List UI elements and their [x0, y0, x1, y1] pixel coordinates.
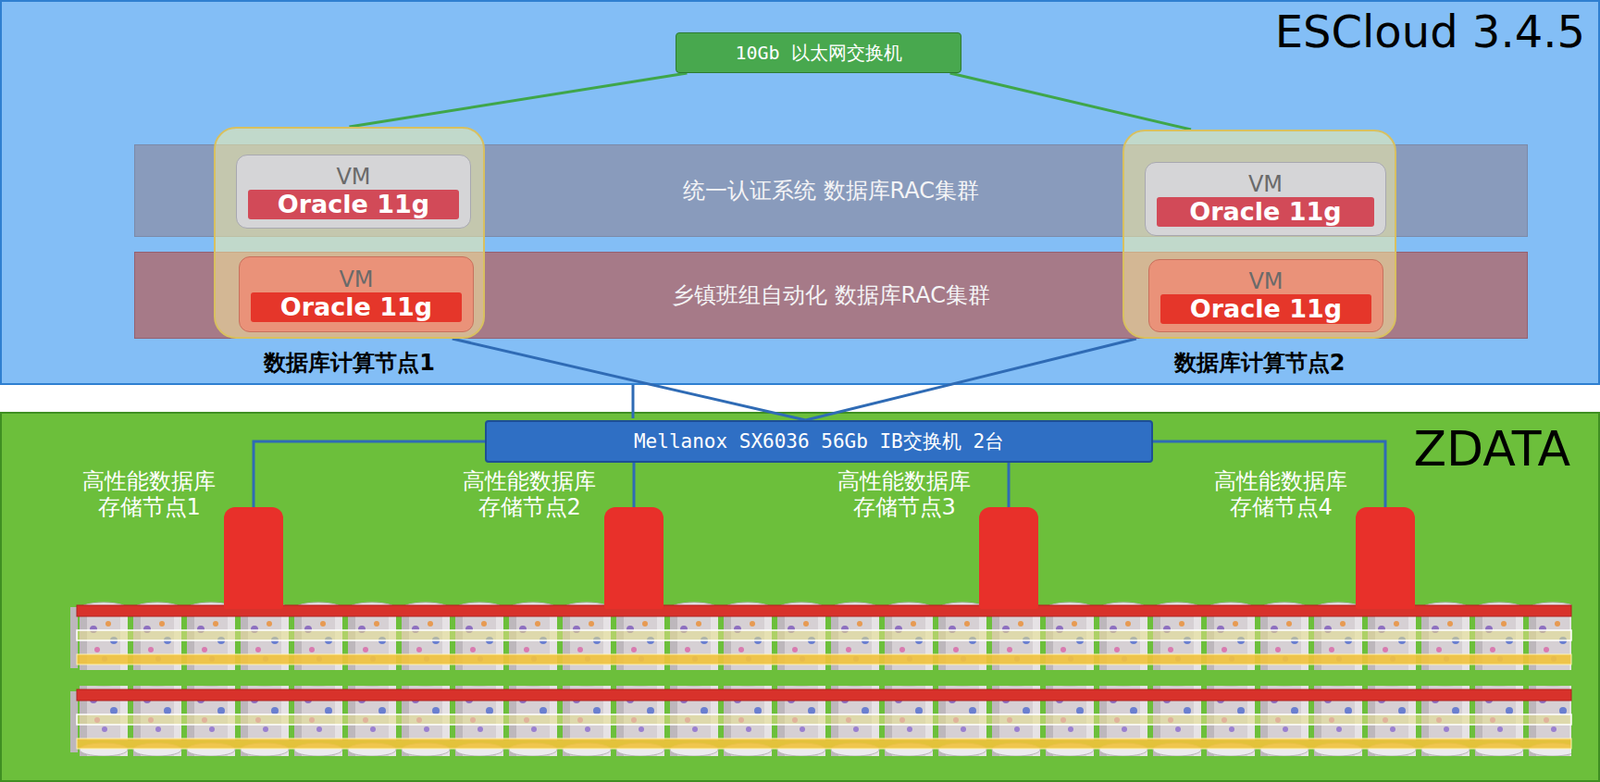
compute-node: 数据库计算节点1VMOracle 11gVMOracle 11g: [213, 126, 485, 339]
storage-node: 高性能数据库 存储节点2: [604, 507, 664, 609]
link-line: [1153, 441, 1386, 508]
ib-switch: Mellanox SX6036 56Gb IB交换机 2台: [484, 420, 1154, 463]
storage-node: 高性能数据库 存储节点4: [1355, 507, 1415, 609]
node-label: VM: [338, 266, 373, 293]
ethernet-switch: 10Gb 以太网交换机: [675, 32, 962, 74]
cloud-panel: ESCloud 3.4.5 10Gb 以太网交换机统一认证系统 数据库RAC集群乡…: [0, 0, 1600, 385]
node-label: Mellanox SX6036 56Gb IB交换机 2台: [622, 428, 1016, 455]
link-line: [950, 73, 1191, 130]
db-label: Oracle 11g: [250, 292, 462, 323]
link-line: [1007, 462, 1011, 508]
link-line: [806, 338, 1137, 421]
link-line: [253, 441, 485, 508]
vm-box: VMOracle 11g: [238, 256, 474, 333]
link-line: [349, 73, 688, 127]
storage-node: 高性能数据库 存储节点3: [979, 507, 1039, 609]
node-label: VM: [1248, 171, 1283, 198]
node-label: 数据库计算节点1: [263, 347, 435, 378]
node-label: 高性能数据库 存储节点3: [832, 468, 976, 521]
node-label: 10Gb 以太网交换机: [723, 40, 913, 66]
vm-box: VMOracle 11g: [235, 154, 472, 229]
node-label: 统一认证系统 数据库RAC集群: [682, 175, 980, 206]
node-label: VM: [1248, 268, 1283, 295]
node-label: 乡镇班组自动化 数据库RAC集群: [671, 280, 991, 311]
db-label: Oracle 11g: [1160, 294, 1372, 324]
db-label: Oracle 11g: [1156, 197, 1375, 227]
vm-box: VMOracle 11g: [1144, 161, 1387, 236]
vm-box: VMOracle 11g: [1148, 259, 1384, 333]
node-label: 高性能数据库 存储节点4: [1209, 468, 1352, 521]
node-label: 高性能数据库 存储节点1: [77, 468, 221, 521]
node-label: VM: [335, 163, 371, 190]
storage-node: 高性能数据库 存储节点1: [223, 507, 284, 609]
db-label: Oracle 11g: [248, 189, 459, 220]
link-line: [452, 338, 807, 421]
panel-title: ZDATA: [1413, 421, 1571, 477]
link-line: [632, 462, 636, 508]
compute-node: 数据库计算节点2VMOracle 11gVMOracle 11g: [1122, 129, 1397, 339]
panel-title: ESCloud 3.4.5: [1275, 5, 1586, 58]
node-label: 高性能数据库 存储节点2: [458, 468, 601, 521]
node-label: 数据库计算节点2: [1174, 347, 1346, 378]
